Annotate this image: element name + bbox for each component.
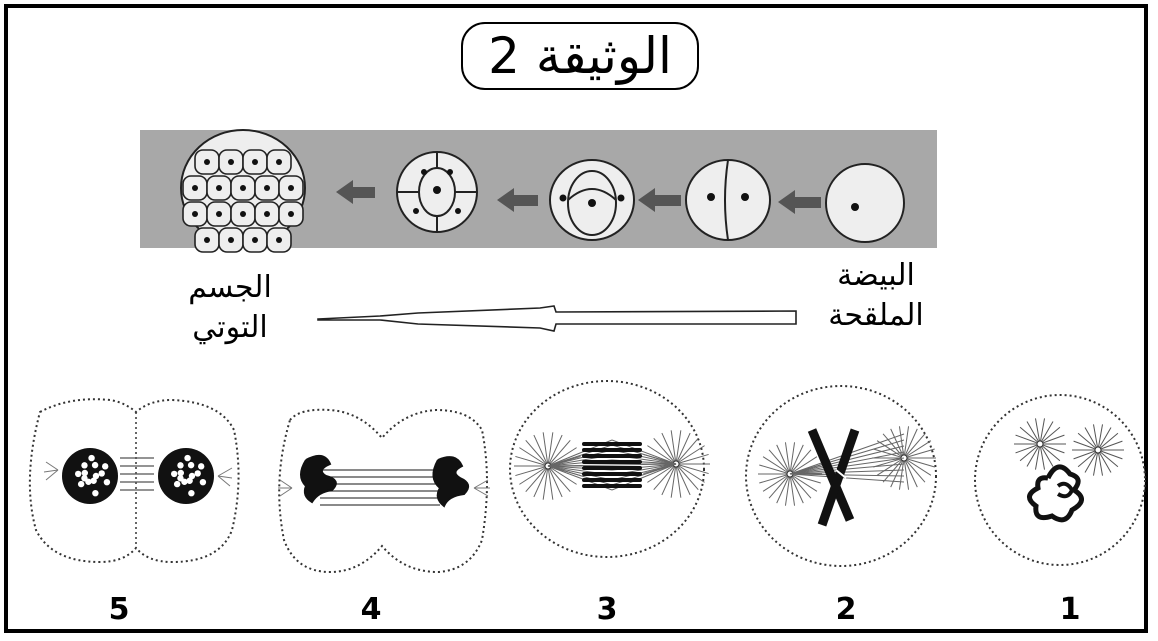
phase-number-2: 2	[826, 592, 866, 627]
phase-number-1: 1	[1050, 592, 1090, 627]
phase-number-4: 4	[351, 592, 391, 627]
phase-1-prophase	[975, 395, 1145, 565]
stage-morula	[181, 130, 305, 252]
stage-eight-cell	[397, 152, 477, 232]
egg-to-morula-pointer	[318, 306, 796, 331]
fertilized-egg-label: البيضة الملقحة	[806, 256, 946, 336]
phase-5-telophase	[30, 399, 239, 562]
stage-four-cell	[550, 160, 634, 240]
phase-number-5: 5	[99, 592, 139, 627]
stage-two-cell	[686, 160, 770, 240]
phase-2-metaphase	[746, 386, 936, 566]
phase-4-anaphase	[278, 410, 490, 572]
phase-number-3: 3	[587, 592, 627, 627]
stage-one-cell	[826, 164, 904, 242]
blastula-label: الجسم التوتي	[160, 268, 300, 348]
phase-3-metaphase	[510, 381, 710, 557]
